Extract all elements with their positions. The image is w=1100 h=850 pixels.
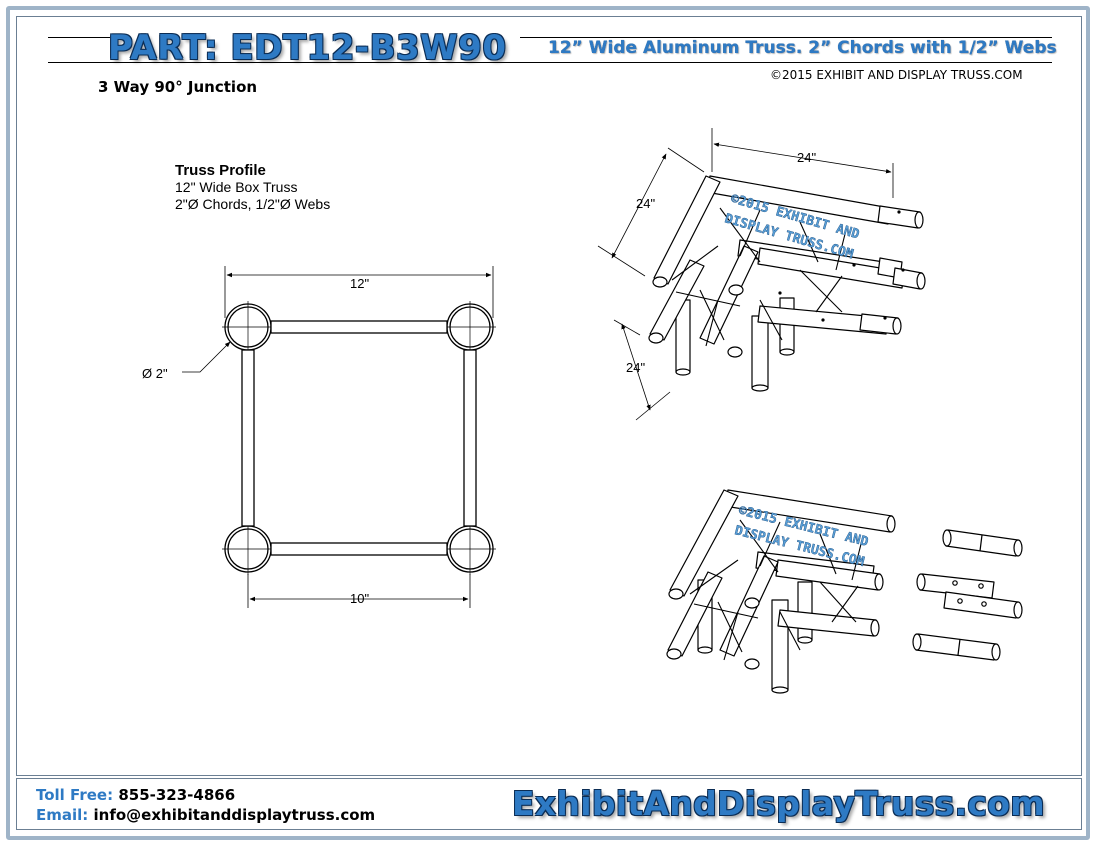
dim-line-iso-left <box>611 153 667 259</box>
header-rule-left <box>48 37 110 38</box>
toll-free-line: Toll Free: 855-323-4866 <box>36 786 235 804</box>
junction-subtitle: 3 Way 90° Junction <box>98 78 258 96</box>
web-top <box>270 320 448 334</box>
truss-profile-line-1: 12" Wide Box Truss <box>175 179 298 195</box>
dim-label-10: 10" <box>350 591 369 606</box>
truss-profile-notes: Truss Profile 12" Wide Box Truss 2"Ø Cho… <box>175 162 330 213</box>
dim-label-12: 12" <box>350 276 369 291</box>
isometric-assembly-view: ©2015 EXHIBIT AND DISPLAY TRUSS.COM <box>597 128 926 421</box>
toll-free-number[interactable]: 855-323-4866 <box>118 786 236 804</box>
web-bottom <box>270 542 448 556</box>
part-number-title: PART: EDT12-B3W90 <box>108 28 507 68</box>
dim-label-diameter: Ø 2" <box>142 366 168 381</box>
part-description: 12” Wide Aluminum Truss. 2” Chords with … <box>548 38 1057 58</box>
dim-line-iso-low <box>621 323 651 411</box>
dim-line-iso-top <box>713 142 892 174</box>
connector-pins <box>912 529 1023 661</box>
header-rule-right <box>520 37 1052 38</box>
email-line: Email: info@exhibitanddisplaytruss.com <box>36 806 375 824</box>
web-left <box>241 349 255 527</box>
truss-profile-heading: Truss Profile <box>175 162 266 179</box>
copyright-notice: ©2015 EXHIBIT AND DISPLAY TRUSS.COM <box>770 68 1023 82</box>
exploded-assembly-view: ©2015 EXHIBIT AND DISPLAY TRUSS.COM <box>666 489 1023 694</box>
email-address[interactable]: info@exhibitanddisplaytruss.com <box>93 806 376 824</box>
header-rule-left-lower <box>48 62 1052 63</box>
truss-profile-line-2: 2"Ø Chords, 1/2"Ø Webs <box>175 196 331 212</box>
footer-bar <box>16 778 1082 830</box>
toll-free-label: Toll Free: <box>36 786 114 804</box>
dim-label-iso-left: 24" <box>636 196 655 211</box>
outer-frame <box>6 6 1090 840</box>
drawing-area <box>16 16 1082 776</box>
dim-label-iso-low: 24" <box>626 360 645 375</box>
website-url[interactable]: ExhibitAndDisplayTruss.com <box>512 784 1045 823</box>
web-right <box>463 349 477 527</box>
email-label: Email: <box>36 806 89 824</box>
profile-drawing <box>182 266 496 608</box>
dim-label-iso-top: 24" <box>797 150 816 165</box>
diameter-leader <box>182 341 231 373</box>
